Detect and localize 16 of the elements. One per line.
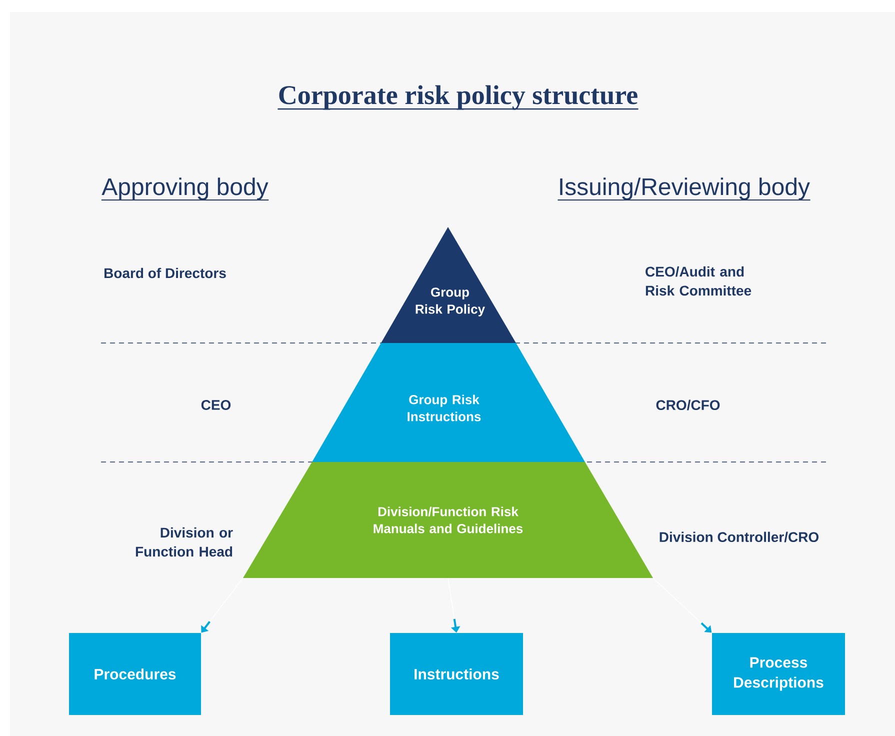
pyramid-top: Group Risk Policy xyxy=(381,227,516,343)
title: Corporate risk policy structure xyxy=(278,85,638,110)
pyramid-layer: Group Risk Instructions xyxy=(312,343,585,462)
arrow xyxy=(652,578,712,634)
row-label: CEO xyxy=(201,400,231,410)
document-box: Process Descriptions xyxy=(712,632,845,715)
arrow xyxy=(448,578,460,634)
arrow xyxy=(200,578,244,634)
document-box: Procedures xyxy=(69,632,201,715)
row-label: CEO/Audit and Risk Committee xyxy=(646,266,752,296)
row-label: Board of Directors xyxy=(104,268,226,278)
row-label: CRO/CFO xyxy=(656,400,720,410)
pyramid-base: Division/Function Risk Manuals and Guidelines xyxy=(243,462,653,578)
document-box: Instructions xyxy=(390,632,523,715)
column-heading: Issuing/Reviewing body xyxy=(557,178,811,200)
column-heading: Approving body xyxy=(100,178,270,200)
